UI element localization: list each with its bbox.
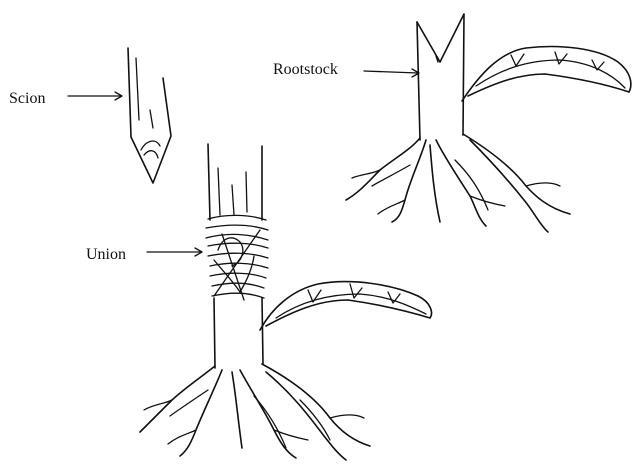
union-wrap (206, 215, 268, 300)
grafted-plant (140, 144, 432, 460)
scion-arrow (68, 92, 122, 100)
rootstock-plant (346, 14, 631, 232)
union-arrow (147, 248, 202, 256)
scion-shoot (128, 48, 171, 183)
rootstock-arrow (364, 69, 419, 77)
